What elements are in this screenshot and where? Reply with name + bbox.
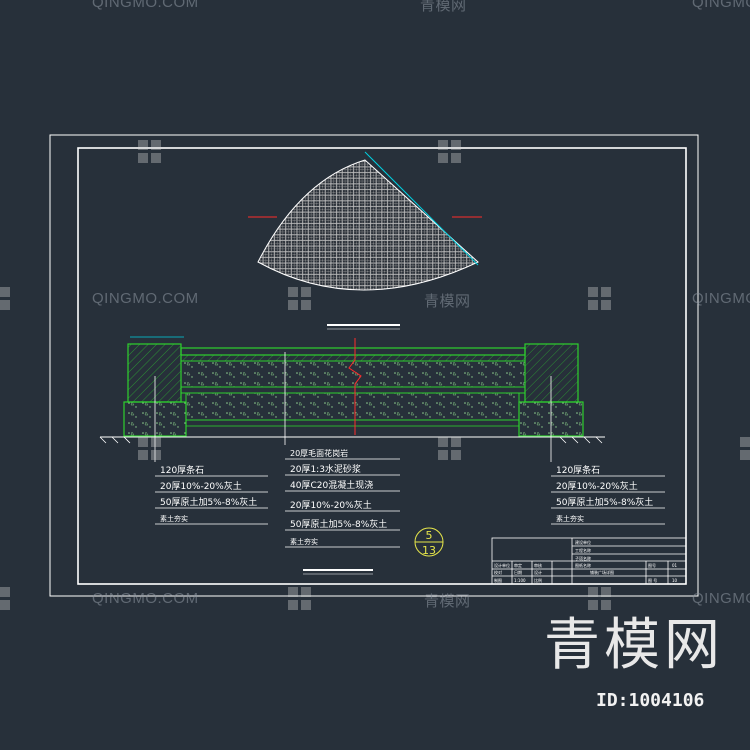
watermark-brand-large: 青模网 — [544, 613, 724, 678]
tb-cell: 图 号 — [648, 577, 657, 583]
left-callout-line: 20厚10%-20%灰土 — [160, 480, 242, 492]
tb-cell: 比例 — [534, 577, 542, 583]
tb-cell: 制图 — [494, 577, 502, 583]
center-callout-line: 20厚1:3水泥砂浆 — [290, 463, 361, 475]
watermark-site-text: QINGMO.COM — [692, 290, 750, 307]
tb-cell: 日期 — [514, 569, 522, 575]
left-callout: 120厚条石 20厚10%-20%灰土 50厚原土加5%-8%灰土 素土夯实 — [160, 464, 257, 523]
watermark-site-text: QINGMO.COM — [92, 290, 199, 307]
tb-cell: 审核 — [534, 562, 542, 568]
watermark-logos — [0, 140, 750, 610]
callout-rules — [155, 458, 665, 548]
watermark-cn-text: 青模网 — [424, 293, 471, 310]
detail-ref-top: 5 — [426, 529, 433, 542]
detail-ref-bottom: 13 — [422, 544, 436, 557]
section-view — [99, 336, 605, 462]
watermark-site-text: QINGMO.COM — [92, 590, 199, 607]
tb-cell: 01 — [672, 563, 678, 568]
tb-cell: 审定 — [514, 562, 522, 568]
left-callout-line: 50厚原土加5%-8%灰土 — [160, 496, 257, 508]
center-callout-line: 50厚原土加5%-8%灰土 — [290, 518, 387, 530]
watermark-cn-text: 青模网 — [424, 593, 471, 610]
title-block — [491, 537, 687, 585]
center-callout-line: 40厚C20混凝土现浇 — [290, 479, 373, 491]
outer-frame — [49, 134, 699, 597]
inner-frame — [77, 147, 687, 585]
right-callout-line: 50厚原土加5%-8%灰土 — [556, 496, 653, 508]
detail-reference: 5 13 — [414, 527, 444, 557]
tb-cell: 子项名称 — [575, 555, 591, 561]
watermark-site-text: QINGMO.COM — [92, 0, 199, 11]
watermark-site-text: QINGMO.COM — [692, 0, 750, 11]
left-callout-line: 120厚条石 — [160, 464, 204, 476]
tb-cell: 设计 — [534, 569, 542, 575]
right-callout-line: 120厚条石 — [556, 464, 600, 476]
tb-cell: 设计单位 — [494, 562, 510, 568]
tb-cell: 图号 — [648, 562, 656, 568]
watermark-cn-text: 青模网 — [420, 0, 467, 14]
tb-drawing-name: 铺装广场详图 — [590, 569, 614, 575]
right-callout: 120厚条石 20厚10%-20%灰土 50厚原土加5%-8%灰土 素土夯实 — [556, 464, 653, 523]
tb-cell: 工程名称 — [575, 547, 591, 553]
watermark-site-text: QINGMO.COM — [692, 590, 750, 607]
center-callout-line: 素土夯实 — [290, 537, 318, 546]
center-callout-line: 20厚10%-20%灰土 — [290, 499, 372, 511]
center-callout-line: 20厚毛面花岗岩 — [290, 448, 348, 458]
tb-cell: 校对 — [494, 569, 502, 575]
right-callout-line: 20厚10%-20%灰土 — [556, 480, 638, 492]
plan-sector — [248, 151, 482, 330]
title-block-text: 建设单位 工程名称 子项名称 图纸名称 设计单位 审定 审核 校对 设计 制图 … — [494, 539, 678, 583]
tb-cell: 1:100 — [514, 578, 526, 583]
tb-cell: 图纸名称 — [575, 562, 591, 568]
tb-cell: 建设单位 — [575, 539, 591, 545]
watermark-id: ID:1004106 — [596, 690, 705, 711]
tb-cell: 10 — [672, 578, 678, 583]
left-callout-line: 素土夯实 — [160, 514, 188, 523]
center-callout: 20厚毛面花岗岩 20厚1:3水泥砂浆 40厚C20混凝土现浇 20厚10%-2… — [290, 448, 387, 546]
right-callout-line: 素土夯实 — [556, 514, 584, 523]
